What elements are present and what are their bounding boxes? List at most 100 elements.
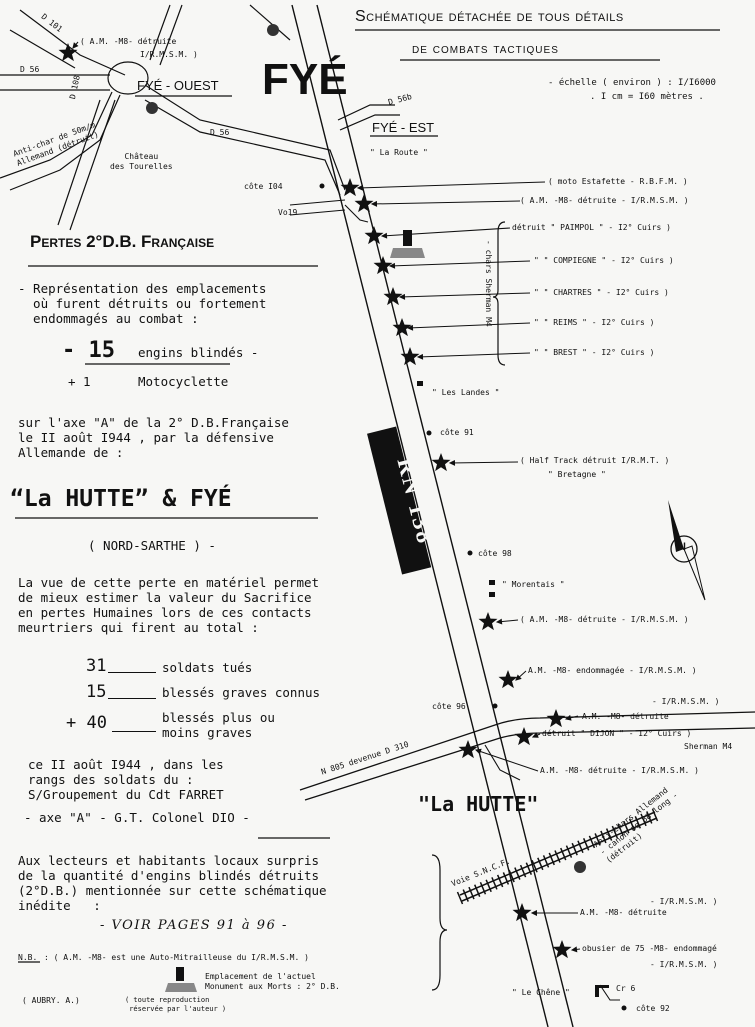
railway-tie: [502, 872, 510, 885]
railway-tie: [611, 825, 619, 839]
pointer-arrowhead: [416, 353, 424, 360]
railway-tie: [628, 818, 636, 832]
destroyed-vehicle-star-icon: [373, 256, 393, 275]
pointer-line: [371, 200, 521, 205]
pointer-arrowhead: [388, 262, 396, 269]
destroyed-vehicle-star-icon: [340, 178, 360, 197]
railway: [456, 808, 659, 905]
annot-irmsm-1: - I/R.M.S.M. ): [652, 697, 720, 706]
pointer-line: [399, 292, 531, 298]
pointer-line: [357, 181, 546, 189]
annot-irmsm-3: - I/R.M.S.M. ): [650, 960, 718, 969]
cote-96-label: côte 96: [432, 702, 466, 711]
monument-icon-map: [390, 230, 425, 258]
destroyed-vehicle-star-icon: [431, 453, 451, 472]
voir-pages: - VOIR PAGES 91 à 96 -: [100, 918, 288, 933]
moto-label: Motocyclette: [138, 374, 229, 389]
south-branch-road: [484, 744, 620, 1001]
railway-tie: [531, 859, 538, 873]
fye-ouest-label: FYÉ - OUEST: [137, 78, 219, 93]
cote-91-label: côte 91: [440, 428, 474, 437]
destroyed-vehicle-star-icon: [58, 43, 78, 62]
pointer-arrowhead: [570, 946, 578, 953]
loss-num-0: 31: [86, 656, 107, 676]
engins-label: engins blindés -: [138, 345, 259, 360]
axe-text: sur l'axe "A" de la 2° D.B.Française le …: [18, 415, 289, 460]
pointer-arrowhead: [370, 200, 378, 207]
vo19-label: Vo19: [278, 208, 298, 217]
railway-tie: [634, 816, 641, 829]
destroyed-vehicle-star-icon: [400, 347, 420, 366]
loss-num-2: + 40: [66, 713, 107, 733]
loss-line-2: [112, 731, 156, 732]
annot-am-2: ( A.M. -M8- détruite - I/R.M.S.M. ): [520, 615, 689, 624]
pointer-arrowhead: [564, 714, 572, 721]
destroyed-vehicle-star-icon: [512, 903, 532, 922]
railway-tie: [508, 869, 515, 883]
railway-tie: [605, 828, 613, 841]
loss-label-0: soldats tués: [162, 660, 253, 675]
sherman-bracket: [492, 221, 506, 366]
destroyed-vehicle-star-icon: [514, 727, 534, 746]
destroyed-vehicle-star-icon: [552, 940, 572, 959]
author: ( AUBRY. A.): [22, 996, 80, 1005]
loss-label-2: blessés plus ou moins graves: [162, 710, 275, 740]
pointer-line: [449, 461, 519, 464]
destroyed-vehicle-star-icon: [458, 740, 478, 759]
lecteurs-bracket: [431, 854, 448, 991]
morentais-label: " Morentais ": [502, 580, 565, 589]
big-title: “La HUTTE” & FYÉ: [10, 486, 232, 512]
destroyed-vehicle-star-icon: [354, 194, 374, 213]
railway-tie: [560, 847, 567, 861]
railway-tie: [623, 820, 630, 834]
scale-line1: - échelle ( environ ) : I/I6000: [548, 78, 716, 88]
annot-am-3: A.M. -M8- détruite: [582, 712, 669, 721]
railway-tie: [600, 830, 607, 844]
fye-ouest-roads: [0, 4, 346, 231]
la-hutte-map-label: "La HUTTE": [418, 792, 539, 816]
cote-98-label: côte 98: [478, 549, 512, 558]
pertes-title: Pertes 2°D.B. Française: [30, 232, 215, 251]
fye-main-title: FYÉ: [262, 55, 348, 104]
cote-dots: [319, 183, 627, 1011]
annot-am-5: A.M. -M8- détruite: [580, 908, 667, 917]
cote-92-label: côte 92: [636, 1004, 670, 1013]
annot-bretagne: " Bretagne ": [548, 470, 606, 479]
railway-tie: [548, 852, 555, 866]
la-route-label: " La Route ": [370, 148, 428, 157]
pointer-line: [407, 322, 531, 329]
destroyed-vehicle-star-icon: [498, 670, 518, 689]
misc-marks: [417, 381, 609, 997]
railway-tie: [537, 857, 544, 871]
le-chene-label: " Le Chêne ": [512, 988, 570, 997]
railway-tie: [577, 840, 584, 854]
annot-chartres: " " CHARTRES " - I2° Cuirs ): [534, 288, 669, 297]
annot-paimpol: détruit " PAIMPOL " - I2° Cuirs ): [512, 223, 671, 232]
les-landes-label: " Les Landes ": [432, 388, 500, 397]
lecteurs-text: Aux lecteurs et habitants locaux surpris…: [18, 853, 327, 913]
pointer-line: [475, 749, 539, 772]
nord-sarthe: ( NORD-SARTHE ) -: [88, 538, 216, 553]
repro-note: ( toute reproduction réservée par l'aute…: [125, 996, 227, 1013]
railway-tie: [485, 879, 492, 893]
railway-tie: [479, 881, 487, 895]
pointer-arrowhead: [530, 910, 538, 916]
cr6-label: Cr 6: [616, 984, 636, 993]
destroyed-vehicle-star-icon: [392, 318, 412, 337]
cote-104-label: côte I04: [244, 182, 283, 191]
railway-tie: [640, 813, 647, 827]
intro-text: - Représentation des emplacements où fur…: [18, 281, 267, 326]
road-d56-west: D 56: [20, 65, 40, 74]
road-d56-east: D 56: [210, 128, 230, 137]
annot-brest: " " BREST " - I2° Cuirs ): [534, 348, 655, 357]
pointer-arrowhead: [380, 232, 388, 239]
vue-text: La vue de cette perte en matériel permet…: [18, 575, 320, 635]
top-irmsm: I/R.M.S.M. ): [140, 50, 198, 59]
annot-compiegne: " " COMPIEGNE " - I2° Cuirs ): [534, 256, 674, 265]
loss-label-1: blessés graves connus: [162, 685, 321, 700]
monument-icon-legend: [165, 967, 197, 992]
nb-label: N.B.: [18, 953, 38, 962]
destroyed-vehicle-star-icon: [478, 612, 498, 631]
pointer-arrowhead: [531, 732, 539, 738]
pointer-line: [381, 227, 511, 237]
